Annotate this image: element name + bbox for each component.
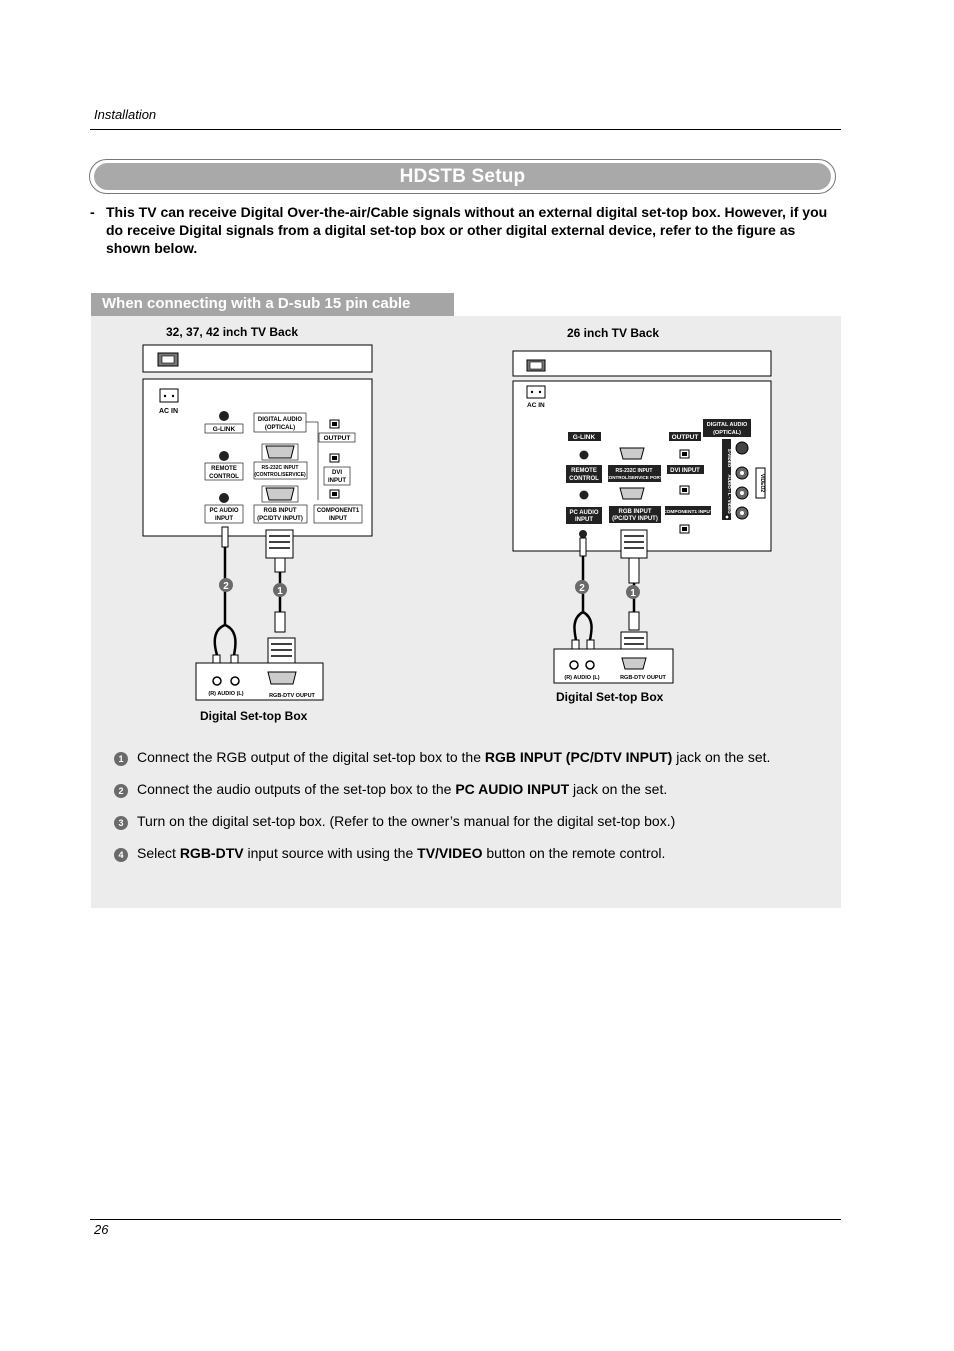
title-banner: HDSTB Setup bbox=[89, 159, 836, 194]
rgb-input-label: RGB INPUT bbox=[619, 509, 652, 515]
step-number: 4 bbox=[114, 848, 128, 862]
right-audio-out-label: (R) AUDIO (L) bbox=[564, 675, 599, 681]
step-number: 1 bbox=[114, 752, 128, 766]
right-tv-back: AC IN G-LINK OUTPUT DIGITAL AUDIO (OPTIC… bbox=[512, 350, 772, 552]
section-label: Installation bbox=[94, 107, 157, 122]
rgb-port-icon bbox=[619, 487, 645, 500]
pc-audio-sub: INPUT bbox=[215, 516, 233, 522]
rgb-port-icon bbox=[261, 485, 299, 503]
remote-jack-icon bbox=[579, 490, 589, 500]
step-number: 2 bbox=[114, 784, 128, 798]
remote-label: REMOTE bbox=[211, 466, 237, 472]
ac-in-icon bbox=[526, 385, 546, 399]
footer-rule bbox=[90, 1219, 841, 1220]
ac-in-label: AC IN bbox=[527, 402, 545, 409]
component-sub: INPUT bbox=[329, 516, 347, 522]
component-label: COMPONENT1 bbox=[317, 508, 360, 514]
g-link-label: G-LINK bbox=[213, 426, 236, 433]
svg-text:1: 1 bbox=[630, 588, 636, 599]
rs232-label: RS-232C INPUT bbox=[262, 465, 299, 471]
g-link-jack-icon bbox=[579, 450, 589, 460]
rs232-sub: (CONTROL/SERVICE) bbox=[254, 472, 306, 478]
right-box-caption: Digital Set-top Box bbox=[556, 690, 664, 704]
pc-audio-label: PC AUDIO bbox=[569, 510, 598, 516]
rs232-port-icon bbox=[261, 443, 299, 461]
digital-audio-sub: (OPTICAL) bbox=[265, 425, 295, 431]
page-title: HDSTB Setup bbox=[94, 163, 831, 190]
right-rgb-out-label: RGB-DTV OUPUT bbox=[620, 675, 666, 681]
step-number: 3 bbox=[114, 816, 128, 830]
remote-jack-icon bbox=[219, 451, 229, 461]
left-callout-2: 2 bbox=[219, 578, 233, 592]
right-callout-2: 2 bbox=[575, 580, 589, 594]
remote-sub: CONTROL bbox=[569, 476, 599, 482]
pc-audio-sub: INPUT bbox=[575, 517, 593, 523]
svg-text:2: 2 bbox=[223, 581, 229, 592]
digital-audio-label: DIGITAL AUDIO bbox=[258, 417, 303, 423]
ac-in-icon bbox=[159, 388, 179, 403]
right-callout-1: 1 bbox=[626, 585, 640, 599]
power-socket-icon bbox=[157, 352, 179, 367]
rs232-label: RS-232C INPUT bbox=[616, 468, 653, 474]
g-link-jack-icon bbox=[219, 411, 229, 421]
right-settop-box: (R) AUDIO (L) RGB-DTV OUPUT bbox=[553, 648, 674, 684]
left-box-caption: Digital Set-top Box bbox=[200, 709, 308, 723]
rgb-input-label: RGB INPUT bbox=[264, 508, 297, 514]
subheading: When connecting with a D-sub 15 pin cabl… bbox=[91, 293, 454, 316]
ac-in-label: AC IN bbox=[159, 408, 178, 415]
digital-audio-sub: (OPTICAL) bbox=[713, 430, 741, 436]
left-callout-1: 1 bbox=[273, 583, 287, 597]
pc-audio-label: PC AUDIO bbox=[209, 508, 238, 514]
pc-audio-jack-icon bbox=[219, 493, 229, 503]
rgb-input-sub: (PC/DTV INPUT) bbox=[612, 516, 658, 522]
svg-text:1: 1 bbox=[277, 586, 283, 597]
left-settop-box: (R) AUDIO (L) RGB-DTV OUPUT bbox=[195, 662, 324, 701]
g-link-label: G-LINK bbox=[573, 434, 596, 441]
intro-dash: - bbox=[90, 204, 95, 220]
dvi-label: DVI bbox=[332, 470, 342, 476]
dvi-sub: INPUT bbox=[328, 478, 346, 484]
output-label: OUTPUT bbox=[672, 434, 699, 441]
rgb-input-sub: (PC/DTV INPUT) bbox=[257, 516, 303, 522]
video-in-label: VIDEO2 bbox=[759, 474, 765, 493]
dvi-label: DVI INPUT bbox=[670, 468, 700, 474]
header-rule bbox=[90, 129, 841, 130]
intro-text: This TV can receive Digital Over-the-air… bbox=[106, 204, 828, 256]
left-rgb-out-label: RGB-DTV OUPUT bbox=[269, 693, 315, 699]
side-av-label: AUDIO - L - VIDEO bbox=[727, 474, 732, 514]
rs232-port-icon bbox=[619, 447, 645, 460]
right-diagram-caption: 26 inch TV Back bbox=[567, 326, 660, 340]
output-label: OUTPUT bbox=[324, 435, 351, 442]
remote-label: REMOTE bbox=[571, 468, 597, 474]
intro-paragraph: - This TV can receive Digital Over-the-a… bbox=[90, 203, 840, 257]
svg-text:2: 2 bbox=[579, 583, 585, 594]
component-label: COMPONENT1 INPUT bbox=[663, 509, 713, 515]
digital-audio-label: DIGITAL AUDIO bbox=[707, 422, 748, 428]
power-socket-icon bbox=[526, 359, 546, 372]
svideo-label: S-VIDEO bbox=[727, 449, 732, 468]
remote-sub: CONTROL bbox=[209, 474, 239, 480]
left-tv-back: AC IN G-LINK DIGITAL AUDIO (OPTICAL) OUT… bbox=[142, 344, 373, 537]
left-cables bbox=[212, 526, 296, 670]
left-diagram-caption: 32, 37, 42 inch TV Back bbox=[166, 325, 299, 339]
rs232-sub: (CONTROL/SERVICE PORT) bbox=[604, 475, 664, 480]
page-number: 26 bbox=[94, 1222, 109, 1237]
left-audio-out-label: (R) AUDIO (L) bbox=[208, 691, 243, 697]
